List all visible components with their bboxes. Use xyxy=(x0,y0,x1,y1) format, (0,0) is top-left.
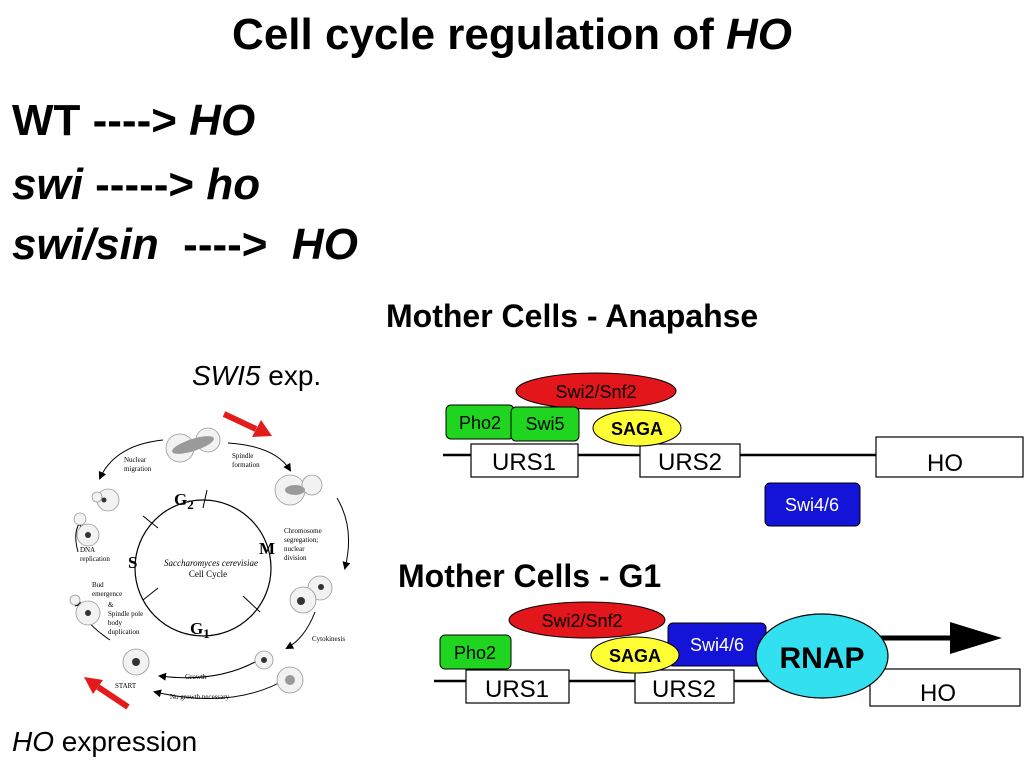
arrow-growth xyxy=(158,661,256,681)
cycle-center-label: Cell Cycle xyxy=(189,569,227,579)
cell-cytokinesis xyxy=(276,666,304,694)
pho2-protein xyxy=(439,634,512,670)
genotype-strain: swi xyxy=(12,160,83,209)
swi4-6-label: Swi4/6 xyxy=(690,635,744,655)
rnap-label: RNAP xyxy=(779,642,864,675)
arrow-nuclear-migration xyxy=(98,439,164,480)
saga-complex xyxy=(592,409,682,447)
urs1-label: URS1 xyxy=(485,676,549,703)
anaphase-heading: Mother Cells - Anapahse xyxy=(386,298,759,334)
genotype-arrow: ----> xyxy=(158,220,292,269)
phase-s: S xyxy=(128,553,137,572)
cell-daughter xyxy=(254,650,274,670)
swi2-snf2-complex xyxy=(515,372,677,410)
genotype-arrow: ----> xyxy=(80,96,190,145)
genotype-strain: swi/sin xyxy=(12,220,159,269)
label-spindle-formation: Spindle formation xyxy=(232,452,260,469)
cycle-circle xyxy=(134,499,272,637)
urs1-box xyxy=(470,443,579,478)
label-nuclear-migration: Nuclear migration xyxy=(124,456,152,473)
urs1-box xyxy=(465,669,570,704)
cycle-tick xyxy=(202,489,208,509)
title-text: Cell cycle regulation of xyxy=(232,10,726,59)
saga-label: SAGA xyxy=(609,646,661,666)
saga-label: SAGA xyxy=(611,419,663,439)
red-arrow-swi5 xyxy=(222,411,272,437)
swi5-protein xyxy=(510,406,580,442)
ho-expression-label: HO expression xyxy=(12,726,197,758)
cell-start xyxy=(122,648,150,676)
urs2-box xyxy=(634,669,735,704)
phase-g1: G1 xyxy=(190,619,210,641)
label-cytokinesis: Cytokinesis xyxy=(312,635,345,643)
cell-bud-emergence xyxy=(69,594,101,626)
swi4-6-label: Swi4/6 xyxy=(785,495,839,515)
pho2-label: Pho2 xyxy=(454,643,496,663)
swi5-suffix: exp. xyxy=(260,360,322,391)
swi5-label: Swi5 xyxy=(525,414,564,434)
phase-m: M xyxy=(259,539,275,558)
transcription-arrow-head xyxy=(950,622,1002,654)
genotype-result: HO xyxy=(189,96,256,145)
cycle-center-species: Saccharomyces cerevisiae xyxy=(164,558,258,568)
urs2-box xyxy=(639,443,741,478)
ho-gene-label: HO xyxy=(927,450,963,477)
label-start: START xyxy=(115,682,137,690)
phase-g2: G2 xyxy=(174,490,194,512)
arrow-cytokinesis xyxy=(285,611,316,649)
urs1-label: URS1 xyxy=(492,449,556,476)
label-dna-replication: DNA replication xyxy=(80,546,110,563)
swi2-snf2-label: Swi2/Snf2 xyxy=(555,382,636,402)
genotype-arrow: -----> xyxy=(82,160,207,209)
saga-complex xyxy=(590,636,680,674)
swi5-gene: SWI5 xyxy=(192,360,261,391)
genotype-swi: swi -----> ho xyxy=(12,160,260,210)
cell-cycle-diagram: G2 M G1 S Saccharomyces cerevisiae Cell … xyxy=(69,411,351,710)
cycle-tick xyxy=(142,587,159,601)
genotype-result: HO xyxy=(291,220,358,269)
ho-gene: HO xyxy=(12,726,54,757)
label-no-growth: No growth necessary xyxy=(170,693,230,701)
cell-nuclear-migration xyxy=(91,488,120,512)
g1-heading: Mother Cells - G1 xyxy=(398,558,662,594)
title-gene: HO xyxy=(725,10,792,59)
genotype-swi-sin: swi/sin ----> HO xyxy=(12,220,358,270)
g1-promoter: URS1 URS2 HO Swi2/Snf2 Swi4/6 SAGA Pho2 … xyxy=(434,601,1021,707)
arrow-no-growth xyxy=(153,677,289,699)
label-bud-emergence: Bud emergence & Spindle pole body duplic… xyxy=(92,581,145,636)
genotype-wt: WT ----> HO xyxy=(12,96,255,146)
cycle-tick xyxy=(242,595,261,613)
cell-spindle xyxy=(274,474,323,506)
slide-title: Cell cycle regulation of HO xyxy=(0,10,1024,60)
anaphase-promoter: URS1 URS2 HO Swi2/Snf2 Pho2 Swi5 SAGA Sw… xyxy=(443,372,1024,527)
cycle-tick xyxy=(142,515,159,529)
ho-suffix: expression xyxy=(54,726,198,757)
ho-gene-box xyxy=(875,436,1024,478)
pho2-label: Pho2 xyxy=(459,413,501,433)
red-arrow-ho xyxy=(84,677,130,710)
swi5-expression-label: SWI5 exp. xyxy=(192,360,321,392)
cell-budded-top xyxy=(165,427,221,463)
genotype-strain: WT xyxy=(12,96,81,145)
cell-segregation xyxy=(289,575,333,614)
swi2-snf2-label: Swi2/Snf2 xyxy=(541,611,622,631)
ho-gene-label: HO xyxy=(920,680,956,707)
ho-gene-box xyxy=(869,668,1021,707)
urs2-label: URS2 xyxy=(658,449,722,476)
cell-dna-replication xyxy=(73,512,100,547)
arrow-chromosome-segregation xyxy=(336,497,351,570)
genotype-result: ho xyxy=(206,160,261,209)
swi2-snf2-complex xyxy=(508,601,666,639)
swi4-6-protein xyxy=(764,482,861,527)
urs2-label: URS2 xyxy=(652,676,716,703)
arrow-spindle-formation xyxy=(227,442,292,472)
label-chromosome-segregation: Chromosome segregation; nuclear division xyxy=(284,527,323,562)
rnap-complex xyxy=(755,613,889,699)
label-growth: Growth xyxy=(185,673,207,681)
